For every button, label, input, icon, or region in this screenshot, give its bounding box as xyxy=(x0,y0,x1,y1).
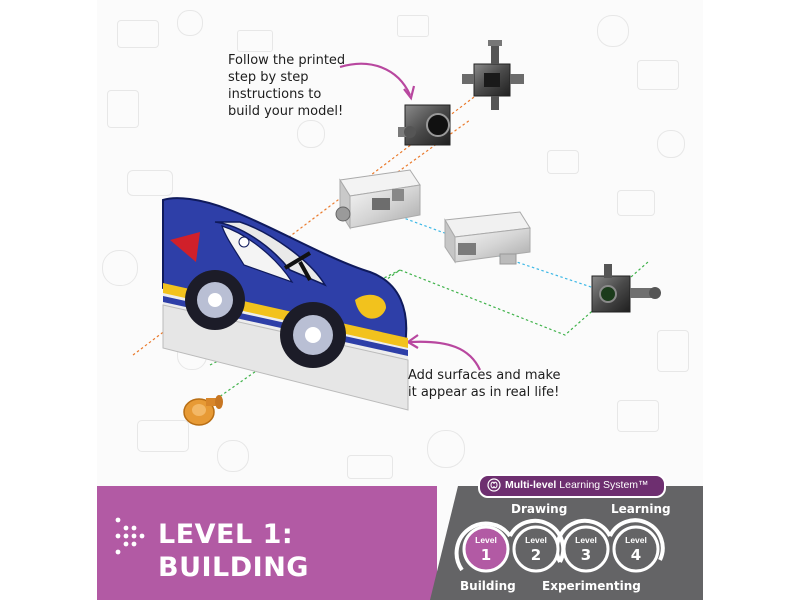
doodle-shape xyxy=(617,190,655,216)
doodle-shape xyxy=(107,90,139,128)
doodle-shape xyxy=(137,420,189,452)
arrow-to-cube xyxy=(339,62,412,96)
level-step-2: Level 2 xyxy=(512,525,560,573)
doodle-shape xyxy=(297,120,325,148)
level-step-4-word: Level xyxy=(625,535,647,545)
doodle-shape xyxy=(657,330,689,372)
level-step-1-number: 1 xyxy=(481,546,491,564)
level-title: LEVEL 1: BUILDING xyxy=(158,519,309,583)
doodle-shape xyxy=(397,15,429,37)
step-connector-4 xyxy=(608,518,665,561)
cube-connector-mid xyxy=(398,104,451,146)
silver-bracket xyxy=(335,169,421,230)
doodle-shape xyxy=(597,15,629,47)
racing-car-panel xyxy=(162,197,409,411)
level-step-3-word: Level xyxy=(575,535,597,545)
brain-icon xyxy=(487,478,501,492)
level-step-1: Level 1 xyxy=(462,525,510,573)
arrow-to-car xyxy=(409,340,482,371)
doodle-shape xyxy=(177,10,203,36)
level-step-4: Level 4 xyxy=(612,525,660,573)
pointer-arrows xyxy=(339,62,482,371)
orange-screw xyxy=(183,395,223,426)
doodle-shape xyxy=(102,250,138,286)
doodle-shape xyxy=(127,170,173,196)
stage-label-experimenting: Experimenting xyxy=(542,579,641,593)
level-step-3-number: 3 xyxy=(581,546,591,564)
doodle-shape xyxy=(237,30,273,52)
doodle-shape xyxy=(547,150,579,174)
step-connector-1 xyxy=(454,521,512,572)
learning-system-label-rest: Learning System™ xyxy=(556,479,649,491)
level-step-2-number: 2 xyxy=(531,546,541,564)
silver-channel xyxy=(444,211,531,265)
doodle-shape xyxy=(657,130,685,158)
learning-system-label: Multi-level Learning System™ xyxy=(505,478,649,492)
doodle-shape xyxy=(617,400,659,432)
stage-label-drawing: Drawing xyxy=(511,502,568,516)
stage-label-building: Building xyxy=(460,579,516,593)
learning-system-label-bold: Multi-level xyxy=(505,479,557,491)
instruction-note-build: Follow the printed step by step instruct… xyxy=(228,53,346,119)
doodle-shape xyxy=(217,440,249,472)
doodle-shape xyxy=(347,455,393,479)
cube-connector-low xyxy=(591,264,661,313)
stage-label-learning: Learning xyxy=(611,502,671,516)
learning-system-badge xyxy=(478,474,666,498)
doodle-shape xyxy=(427,430,465,468)
level-step-3: Level 3 xyxy=(562,525,610,573)
level-step-1-word: Level xyxy=(475,535,497,545)
level-banner xyxy=(97,486,437,600)
doodle-shape xyxy=(637,60,679,90)
level-step-4-number: 4 xyxy=(631,546,641,564)
doodle-shape xyxy=(117,20,159,48)
instruction-note-surfaces: Add surfaces and make it appear as in re… xyxy=(408,368,561,400)
chevron-arrow-icon xyxy=(115,517,145,555)
level-step-2-word: Level xyxy=(525,535,547,545)
cube-connector-top xyxy=(462,40,524,110)
arrow-to-cube-head xyxy=(403,85,416,101)
